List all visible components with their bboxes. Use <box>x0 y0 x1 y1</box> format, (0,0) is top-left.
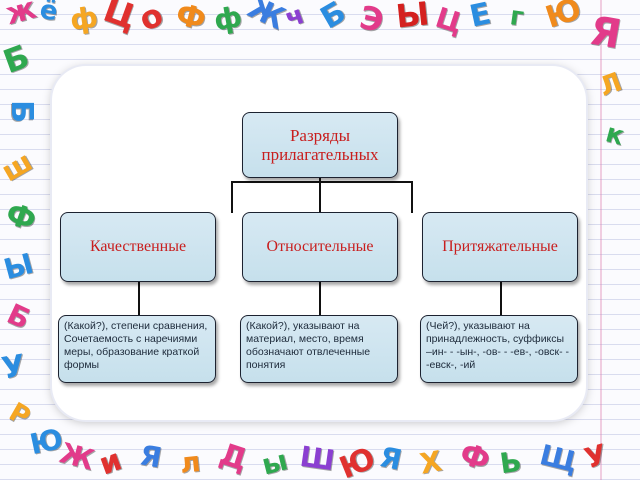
category-node-relative: Относительные <box>242 212 398 282</box>
connector-right-to-desc <box>500 281 502 315</box>
category-node-possessive: Притяжательные <box>422 212 578 282</box>
connector-center-to-desc <box>319 281 321 315</box>
description-text-relative: (Какой?), указывают на материал, место, … <box>246 320 371 371</box>
description-node-relative: (Какой?), указывают на материал, место, … <box>240 315 398 383</box>
description-node-possessive: (Чей?), указывают на принадлежность, суф… <box>420 315 578 383</box>
root-node: Разряды прилагательных <box>242 112 398 178</box>
category-label-relative: Относительные <box>266 238 374 255</box>
root-node-label: Разряды прилагательных <box>261 126 379 164</box>
category-label-possessive: Притяжательные <box>442 238 558 255</box>
connector-root-down <box>319 176 321 184</box>
connector-left-to-desc <box>138 281 140 315</box>
description-text-possessive: (Чей?), указывают на принадлежность, суф… <box>426 320 570 371</box>
connector-horizontal-bar <box>231 181 413 183</box>
connector-left-drop <box>231 181 233 213</box>
description-node-qualitative: (Какой?), степени сравнения, Сочетаемост… <box>58 315 216 383</box>
description-text-qualitative: (Какой?), степени сравнения, Сочетаемост… <box>64 320 208 371</box>
connector-right-drop <box>411 181 413 213</box>
category-node-qualitative: Качественные <box>60 212 216 282</box>
category-label-qualitative: Качественные <box>89 238 187 255</box>
connector-center-drop <box>319 181 321 213</box>
